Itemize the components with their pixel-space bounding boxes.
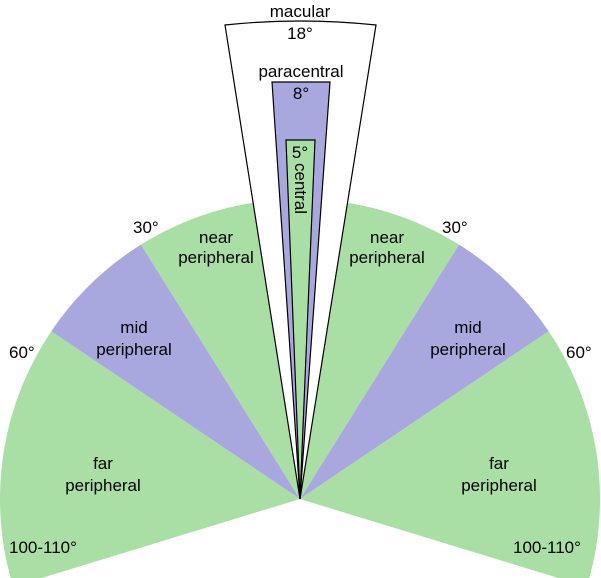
macular-angle-label: 18° xyxy=(287,24,313,43)
paracentral-label: paracentral xyxy=(258,62,343,81)
far-right-label-2: peripheral xyxy=(461,476,537,495)
mid-peripheral-left-wedge xyxy=(51,244,300,499)
mid-right-label-1: mid xyxy=(454,318,481,337)
central-label: central xyxy=(291,163,310,214)
angle-label-right-far: 100-110° xyxy=(513,538,581,557)
far-left-label-2: peripheral xyxy=(65,476,141,495)
angle-label-left-far: 100-110° xyxy=(9,538,77,557)
central-region xyxy=(285,139,316,500)
far-peripheral-left-wedge xyxy=(0,331,300,578)
angle-label-right-30: 30° xyxy=(442,218,468,237)
near-left-label-2: peripheral xyxy=(178,248,254,267)
far-peripheral-right-wedge xyxy=(300,331,600,578)
angle-label-right-60: 60° xyxy=(566,343,592,362)
central-angle-label: 5° xyxy=(292,143,308,162)
mid-peripheral-right-wedge xyxy=(300,244,549,499)
near-right-label-2: peripheral xyxy=(349,248,425,267)
far-left-label-1: far xyxy=(93,454,113,473)
mid-left-label-2: peripheral xyxy=(96,340,172,359)
near-left-label-1: near xyxy=(199,228,233,247)
angle-label-left-30: 30° xyxy=(133,218,159,237)
far-right-label-1: far xyxy=(489,454,509,473)
paracentral-angle-label: 8° xyxy=(293,84,309,103)
mid-left-label-1: mid xyxy=(120,318,147,337)
mid-right-label-2: peripheral xyxy=(430,340,506,359)
near-right-label-1: near xyxy=(370,228,404,247)
macular-label: macular xyxy=(270,2,331,21)
angle-label-left-60: 60° xyxy=(9,343,35,362)
